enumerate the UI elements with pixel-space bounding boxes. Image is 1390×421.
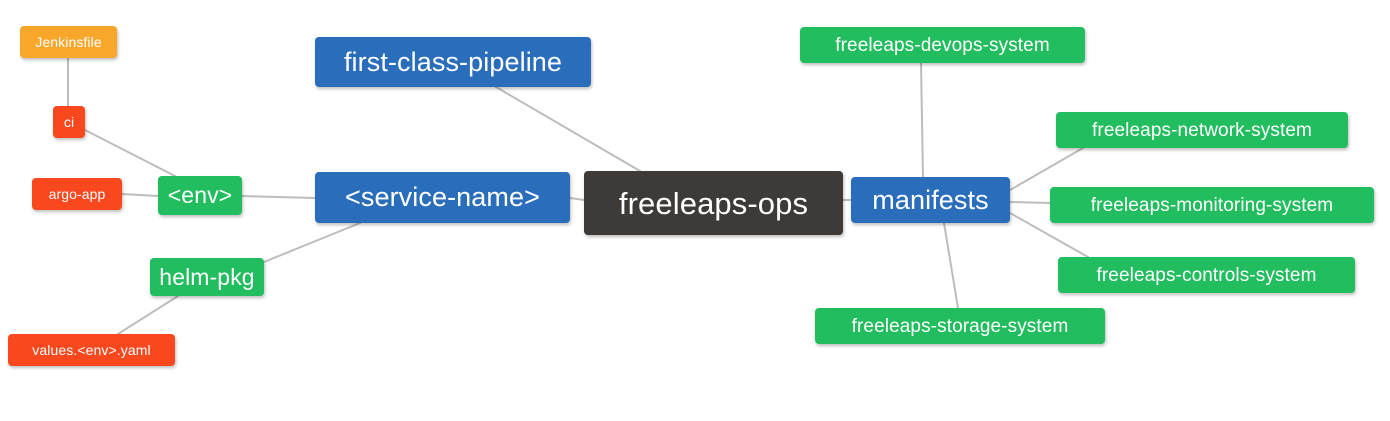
node-jenkinsfile[interactable]: Jenkinsfile bbox=[20, 26, 117, 58]
node-manifests[interactable]: manifests bbox=[851, 177, 1010, 223]
node-label-jenkinsfile: Jenkinsfile bbox=[35, 34, 102, 50]
edge-manifests-to-freeleaps-network-system bbox=[1009, 147, 1084, 191]
node-values-env-yaml[interactable]: values.<env>.yaml bbox=[8, 334, 175, 366]
node-service-name[interactable]: <service-name> bbox=[315, 172, 570, 223]
edge-service-name-to-helm-pkg bbox=[263, 222, 361, 263]
node-label-freeleaps-controls-system: freeleaps-controls-system bbox=[1096, 264, 1317, 286]
node-label-env: <env> bbox=[167, 182, 233, 208]
node-label-manifests: manifests bbox=[872, 184, 989, 215]
node-freeleaps-controls-system[interactable]: freeleaps-controls-system bbox=[1058, 257, 1355, 293]
node-label-service-name: <service-name> bbox=[345, 182, 540, 212]
node-label-freeleaps-devops-system: freeleaps-devops-system bbox=[835, 34, 1050, 56]
node-freeleaps-devops-system[interactable]: freeleaps-devops-system bbox=[800, 27, 1085, 63]
node-first-class-pipeline[interactable]: first-class-pipeline bbox=[315, 37, 591, 87]
node-label-freeleaps-storage-system: freeleaps-storage-system bbox=[851, 315, 1069, 337]
node-env[interactable]: <env> bbox=[158, 176, 242, 215]
edge-env-to-service-name bbox=[241, 195, 316, 199]
node-label-first-class-pipeline: first-class-pipeline bbox=[343, 46, 563, 77]
edge-first-class-pipeline-to-freeleaps-ops bbox=[495, 86, 641, 172]
node-freeleaps-network-system[interactable]: freeleaps-network-system bbox=[1056, 112, 1348, 148]
edge-ci-to-env bbox=[84, 129, 176, 177]
node-label-freeleaps-monitoring-system: freeleaps-monitoring-system bbox=[1090, 194, 1334, 216]
node-freeleaps-monitoring-system[interactable]: freeleaps-monitoring-system bbox=[1050, 187, 1374, 223]
node-helm-pkg[interactable]: helm-pkg bbox=[150, 258, 264, 296]
node-freeleaps-ops[interactable]: freeleaps-ops bbox=[584, 171, 843, 235]
node-label-freeleaps-network-system: freeleaps-network-system bbox=[1092, 119, 1312, 141]
edge-service-name-to-freeleaps-ops bbox=[569, 197, 585, 201]
node-label-freeleaps-ops: freeleaps-ops bbox=[618, 185, 809, 221]
node-label-helm-pkg: helm-pkg bbox=[159, 263, 255, 290]
edge-manifests-to-freeleaps-storage-system bbox=[943, 222, 959, 309]
node-label-ci: ci bbox=[63, 114, 75, 130]
edge-manifests-to-freeleaps-devops-system bbox=[920, 62, 924, 178]
edge-manifests-to-freeleaps-monitoring-system bbox=[1009, 201, 1051, 204]
node-label-argo-app: argo-app bbox=[48, 186, 106, 202]
edge-helm-pkg-to-values-env-yaml bbox=[117, 295, 179, 335]
node-argo-app[interactable]: argo-app bbox=[32, 178, 122, 210]
node-freeleaps-storage-system[interactable]: freeleaps-storage-system bbox=[815, 308, 1105, 344]
node-ci[interactable]: ci bbox=[53, 106, 85, 138]
node-label-values-env-yaml: values.<env>.yaml bbox=[32, 342, 151, 358]
edge-argo-app-to-env bbox=[121, 193, 159, 197]
